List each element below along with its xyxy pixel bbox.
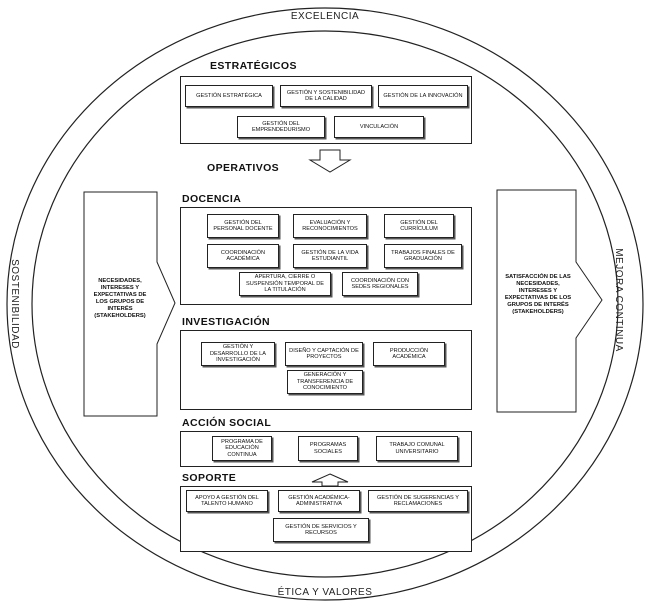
soporte-title: SOPORTE xyxy=(182,472,237,484)
process-box: GESTIÓN DE LA INNOVACIÓN xyxy=(378,85,468,107)
process-box: APOYO A GESTIÓN DEL TALENTO HUMANO xyxy=(186,490,268,512)
ring-label-left: SOSTENIBILIDAD xyxy=(9,259,20,349)
process-box: TRABAJOS FINALES DE GRADUACIÓN xyxy=(384,244,462,268)
ring-label-top: EXCELENCIA xyxy=(291,11,359,22)
outputs-text: SATISFACCIÓN DE LAS NECESIDADES, INTERES… xyxy=(504,274,572,315)
process-box: PROGRAMAS SOCIALES xyxy=(298,436,358,461)
input-arrow xyxy=(83,191,176,417)
investigacion-title: INVESTIGACIÓN xyxy=(182,316,271,328)
process-box: DISEÑO Y CAPTACIÓN DE PROYECTOS xyxy=(285,342,363,366)
process-box: GESTIÓN Y DESARROLLO DE LA INVESTIGACIÓN xyxy=(201,342,275,366)
process-box: GESTIÓN Y SOSTENIBILIDAD DE LA CALIDAD xyxy=(280,85,372,107)
process-box: GESTIÓN ACADÉMICA-ADMINISTRATIVA xyxy=(278,490,360,512)
process-box: COORDINACIÓN ACADÉMICA xyxy=(207,244,279,268)
down-arrow xyxy=(308,149,352,173)
up-arrow xyxy=(311,473,349,487)
operativos-title: OPERATIVOS xyxy=(207,162,280,174)
inputs-text: NECESIDADES, INTERESES Y EXPECTATIVAS DE… xyxy=(93,278,147,319)
process-box: APERTURA, CIERRE O SUSPENSIÓN TEMPORAL D… xyxy=(239,272,331,296)
ring-label-bottom: ÉTICA Y VALORES xyxy=(278,585,373,598)
estrategicos-title: ESTRATÉGICOS xyxy=(210,60,297,72)
outer-ring xyxy=(6,7,644,601)
process-box: GESTIÓN DEL PERSONAL DOCENTE xyxy=(207,214,279,238)
process-box: GESTIÓN ESTRATÉGICA xyxy=(185,85,273,107)
process-box: GESTIÓN DE LA VIDA ESTUDIANTIL xyxy=(293,244,367,268)
process-box: COORDINACIÓN CON SEDES REGIONALES xyxy=(342,272,418,296)
process-box: GESTIÓN DEL CURRÍCULUM xyxy=(384,214,454,238)
process-box: VINCULACIÓN xyxy=(334,116,424,138)
ring-label-right: MEJORA CONTINUA xyxy=(613,248,624,352)
accion-social-title: ACCIÓN SOCIAL xyxy=(182,417,272,429)
process-box: GESTIÓN DE SERVICIOS Y RECURSOS xyxy=(273,518,369,542)
process-box: GESTIÓN DE SUGERENCIAS Y RECLAMACIONES xyxy=(368,490,468,512)
docencia-title: DOCENCIA xyxy=(182,193,242,205)
process-box: GESTIÓN DEL EMPRENDEDURISMO xyxy=(237,116,325,138)
output-arrow xyxy=(496,189,603,413)
process-box: PROGRAMA DE EDUCACIÓN CONTINUA xyxy=(212,436,272,461)
process-box: GENERACIÓN Y TRANSFERENCIA DE CONOCIMIEN… xyxy=(287,370,363,394)
process-box: TRABAJO COMUNAL UNIVERSITARIO xyxy=(376,436,458,461)
inner-ring xyxy=(31,30,619,578)
process-box: PRODUCCIÓN ACADÉMICA xyxy=(373,342,445,366)
process-box: EVALUACIÓN Y RECONOCIMIENTOS xyxy=(293,214,367,238)
